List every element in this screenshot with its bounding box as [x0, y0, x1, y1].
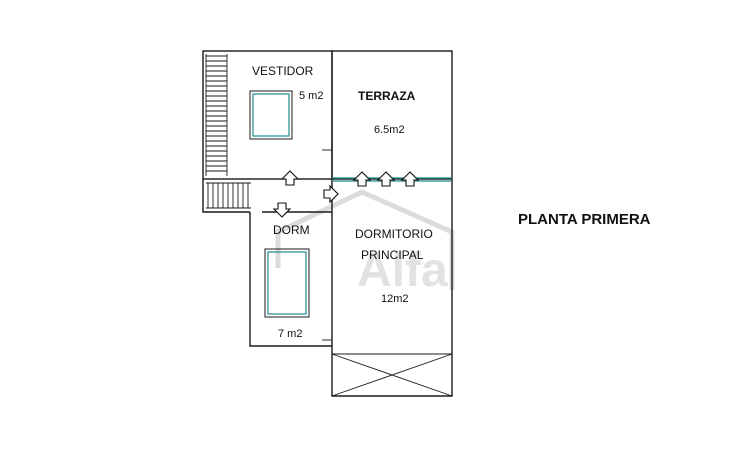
- beds: [249, 90, 310, 318]
- hallway-wall: [202, 179, 333, 213]
- plan-title: PLANTA PRIMERA: [518, 211, 651, 228]
- vestidor-furniture: [249, 90, 293, 140]
- terraza-wall: [331, 50, 453, 180]
- vestidor-furniture-inner: [252, 93, 290, 137]
- vestidor-area: 5 m2: [299, 90, 323, 102]
- arrow-up-icon: [352, 171, 372, 187]
- stairs: [205, 54, 251, 209]
- vestidor-label: VESTIDOR: [252, 64, 314, 78]
- arrow-right-icon: [323, 184, 339, 204]
- dorm-bed-inner: [267, 251, 307, 315]
- dorm-bed: [264, 248, 310, 318]
- watermark: Alfa: [275, 189, 455, 297]
- dorm-label: DORM: [273, 223, 310, 237]
- dorm-wall: [249, 212, 332, 347]
- arrow-up-icon: [280, 170, 300, 186]
- labels: VESTIDOR 5 m2 TERRAZA 6.5m2 DORM 7 m2 DO…: [252, 64, 651, 340]
- door-arrows: [272, 170, 420, 218]
- terraza-area: 6.5m2: [374, 124, 405, 136]
- arrow-up-icon: [376, 171, 396, 187]
- watermark-text: Alfa: [357, 244, 448, 297]
- cross-line-2: [331, 353, 453, 397]
- arrow-up-icon: [400, 171, 420, 187]
- principal-label-line1: DORMITORIO: [355, 227, 433, 241]
- arrow-down-icon: [272, 202, 292, 218]
- terraza-label: TERRAZA: [358, 89, 416, 103]
- dorm-area: 7 m2: [278, 328, 302, 340]
- principal-wall: [331, 179, 453, 397]
- principal-label-line2: PRINCIPAL: [361, 248, 424, 262]
- principal-area: 12m2: [381, 293, 409, 305]
